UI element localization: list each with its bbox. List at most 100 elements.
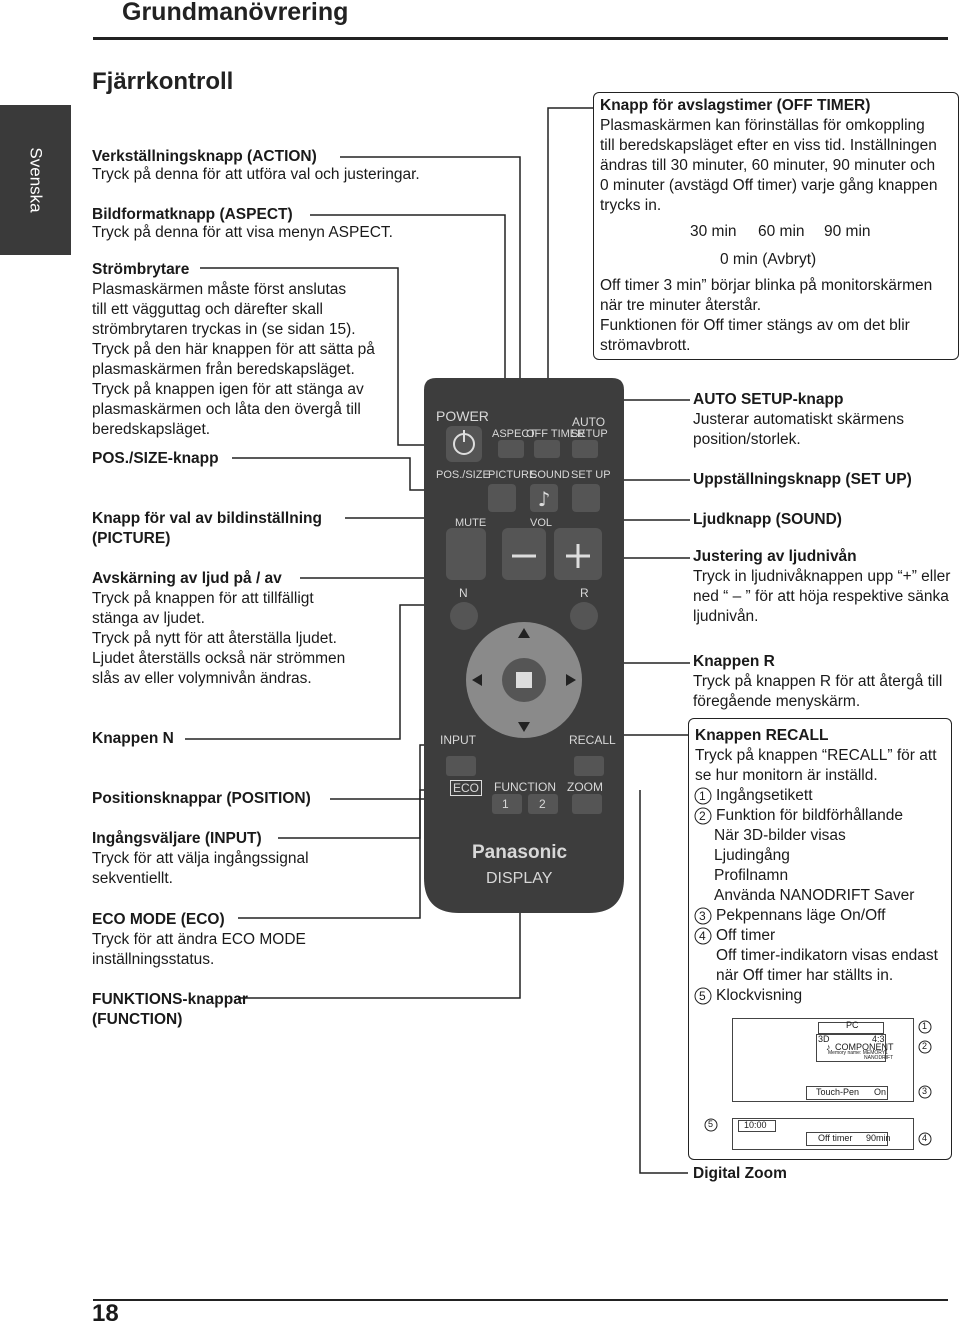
- cycle-60: 60 min: [758, 223, 805, 240]
- remote-recall-label: RECALL: [569, 733, 616, 747]
- offtimer-line-1: Plasmaskärmen kan förinställas för omkop…: [600, 117, 925, 134]
- osd-marker-2-ring: [918, 1040, 932, 1054]
- offtimer-line-2: till beredskapsläget efter en viss tid. …: [600, 137, 937, 154]
- section-title: Fjärrkontroll: [92, 68, 234, 95]
- offtimer-title: Knapp för avslagstimer (OFF TIMER): [600, 97, 871, 114]
- remote-eco-label: ECO: [450, 780, 483, 796]
- cycle-90: 90 min: [824, 223, 871, 240]
- sub4-line-2: när Off timer har ställts in.: [716, 967, 894, 984]
- item-text-5: Klockvisning: [716, 987, 803, 1004]
- offtimer-box: [593, 92, 959, 360]
- osd-on: On: [874, 1087, 887, 1097]
- offtimer-note-1: Off timer 3 min” börjar blinka på monito…: [600, 277, 933, 294]
- remote-possize-label: POS./SIZE: [436, 469, 490, 481]
- osd-input-box: [818, 1022, 884, 1034]
- osd-ratio: 4:3: [872, 1034, 885, 1044]
- item-marker-3: [694, 907, 712, 925]
- mute-title: Avskärning av ljud på / av: [92, 570, 282, 587]
- remote-control-illustration: ♪: [424, 378, 624, 913]
- footer-rule: [93, 1299, 948, 1301]
- osd-info-box: [816, 1034, 886, 1062]
- position-title: Positionsknappar (POSITION): [92, 790, 311, 807]
- input-line-2: sekventiellt.: [92, 870, 173, 887]
- osd-marker-4: 4: [922, 1133, 928, 1143]
- input-line-1: Tryck för att välja ingångssignal: [92, 850, 309, 867]
- volume-line-2: ned “ – ” för att höja respektive sänka: [693, 588, 949, 605]
- remote-setup2-label: SET UP: [571, 469, 611, 481]
- action-title: Verkställningsknapp (ACTION): [92, 148, 317, 165]
- recall-title: Knappen RECALL: [695, 727, 829, 744]
- osd-screen: [732, 1018, 914, 1102]
- power-line-2: till ett vägguttag och därefter skall: [92, 301, 323, 318]
- volume-line-1: Tryck in ljudnivåknappen upp “+” eller: [693, 568, 951, 585]
- mute-line-4: Ljudet återställs också när strömmen: [92, 650, 346, 667]
- r-line-1: Tryck på knappen R för att återgå till: [693, 673, 943, 690]
- offtimer-note-3: Funktionen för Off timer stängs av om de…: [600, 317, 910, 334]
- sub2-line-1: När 3D-bilder visas: [714, 827, 846, 844]
- remote-function-2-label: 2: [539, 797, 546, 811]
- offtimer-line-3: ändras till 30 minuter, 60 minuter, 90 m…: [600, 157, 936, 174]
- power-line-5: plasmaskärmen från beredskapsläget.: [92, 361, 355, 378]
- osd-marker-4-ring: [918, 1132, 932, 1146]
- svg-text:♪: ♪: [538, 487, 551, 511]
- language-tab: [0, 105, 71, 255]
- remote-offtimer-label: OFF TIMER: [526, 428, 586, 440]
- function-title-2: (FUNCTION): [92, 1011, 183, 1028]
- remote-r-label: R: [580, 586, 589, 600]
- possize-title: POS./SIZE-knapp: [92, 450, 219, 467]
- remote-setup-label: SETUP: [571, 428, 608, 440]
- power-title: Strömbrytare: [92, 261, 190, 278]
- power-line-4: Tryck på den här knappen för att sätta p…: [92, 341, 375, 358]
- osd-touchpen: Touch-Pen: [816, 1087, 860, 1097]
- osd-marker-2: 2: [922, 1041, 928, 1051]
- offtimer-note-2: när tre minuter återstår.: [600, 297, 762, 314]
- item-text-3: Pekpennans läge On/Off: [716, 907, 886, 924]
- osd-screen-bottom: [732, 1118, 914, 1150]
- osd-memory: Memory name: MEMORY1: [828, 1050, 888, 1056]
- mute-line-5: slås av eller volymnivån ändras.: [92, 670, 312, 687]
- item-text-4: Off timer: [716, 927, 776, 944]
- osd-offtimer-box: [806, 1132, 888, 1146]
- function-title-1: FUNKTIONS-knappar: [92, 991, 248, 1008]
- cycle-zero: 0 min (Avbryt): [720, 251, 817, 268]
- osd-marker-1-ring: [918, 1020, 932, 1034]
- remote-mute-label: MUTE: [455, 517, 487, 529]
- volume-line-3: ljudnivån.: [693, 608, 759, 625]
- osd-touchpen-box: [806, 1086, 888, 1100]
- r-title: Knappen R: [693, 653, 775, 670]
- osd-note-icon: ♪: [826, 1042, 831, 1052]
- osd-marker-3: 3: [922, 1086, 928, 1096]
- offtimer-line-4: 0 minuter (avstägd Off timer) varje gång…: [600, 177, 938, 194]
- remote-vol-label: VOL: [530, 517, 553, 529]
- osd-marker-3-ring: [918, 1085, 932, 1099]
- remote-function-label: FUNCTION: [494, 780, 556, 794]
- osd-clock-box: [738, 1120, 776, 1132]
- recall-line-1: Tryck på knappen “RECALL” för att: [695, 747, 937, 764]
- setup-title: Uppställningsknapp (SET UP): [693, 471, 912, 488]
- volume-title: Justering av ljudnivån: [693, 548, 857, 565]
- item-marker-2: [694, 807, 712, 825]
- eco-title: ECO MODE (ECO): [92, 911, 225, 928]
- item-num-1: 1: [699, 789, 706, 803]
- remote-brand-logo: Panasonic: [472, 842, 568, 863]
- remote-display-label: DISPLAY: [486, 870, 553, 887]
- item-marker-1: [694, 787, 712, 805]
- osd-clock: 10:00: [744, 1120, 767, 1130]
- page-number: 18: [92, 1300, 119, 1327]
- input-title: Ingångsväljare (INPUT): [92, 830, 262, 847]
- osd-marker-5: 5: [708, 1119, 714, 1129]
- digitalzoom-title: Digital Zoom: [693, 1165, 787, 1182]
- autosetup-line-2: position/storlek.: [693, 431, 801, 448]
- power-line-1: Plasmaskärmen måste först anslutas: [92, 281, 347, 298]
- sub2-line-3: Profilnamn: [714, 867, 789, 884]
- item-marker-5: [694, 987, 712, 1005]
- mute-line-3: Tryck på nytt för att återställa ljudet.: [92, 630, 337, 647]
- autosetup-title: AUTO SETUP-knapp: [693, 391, 844, 408]
- item-num-2: 2: [699, 809, 706, 823]
- osd-offtimer: Off timer: [818, 1133, 853, 1143]
- remote-zoom-label: ZOOM: [567, 780, 603, 794]
- sub2-line-2: Ljudingång: [714, 847, 790, 864]
- remote-picture-label: PICTURE: [488, 469, 537, 481]
- eco-line-2: inställningsstatus.: [92, 951, 215, 968]
- page-header-title: Grundmanövrering: [122, 0, 349, 26]
